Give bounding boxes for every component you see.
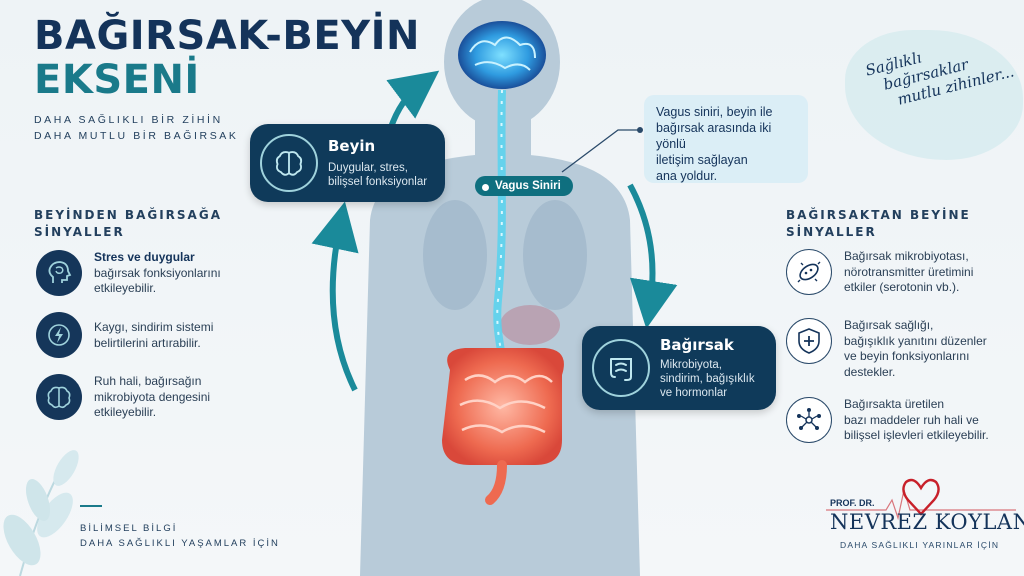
subtitle-line1: DAHA SAĞLIKLI BİR ZİHİN xyxy=(34,114,223,126)
left-item-1-text: Stres ve duygular bağırsak fonksiyonları… xyxy=(94,250,221,297)
logo-tagline: DAHA SAĞLIKLI YARINLAR İÇİN xyxy=(840,540,1000,550)
left-heading-line2: SİNYALLER xyxy=(34,225,125,239)
right-item-1-text: Bağırsak mikrobiyotası, nörotransmitter … xyxy=(844,249,973,296)
footer-rule xyxy=(80,505,102,507)
logo-prefix: PROF. DR. xyxy=(830,498,875,508)
brain-box-icon xyxy=(260,134,318,192)
subtitle-line2: DAHA MUTLU BİR BAĞIRSAK xyxy=(34,130,239,142)
footer-text: BİLİMSEL BİLGİ DAHA SAĞLIKLI YAŞAMLAR İÇ… xyxy=(80,521,280,551)
gut-box-line2: sindirim, bağışıklık xyxy=(660,373,755,385)
left-item-1-line1: bağırsak fonksiyonlarını xyxy=(94,265,221,280)
vagus-info-box: Vagus siniri, beyin ile bağırsak arasınd… xyxy=(644,95,808,183)
right-item-1-line2: nörotransmitter üretimini xyxy=(844,264,974,279)
gut-box-line3: ve hormonlar xyxy=(660,387,728,399)
brain-box: Beyin Duygular, stres, bilişsel fonksiyo… xyxy=(250,124,445,202)
right-heading-line1: BAĞIRSAKTAN BEYİNE xyxy=(786,208,971,222)
gut-box-heading: Bağırsak xyxy=(660,336,734,354)
left-item-1: Stres ve duygular bağırsak fonksiyonları… xyxy=(36,250,221,297)
brain-box-line1: Duygular, stres, xyxy=(328,162,408,174)
page-title: BAĞIRSAK-BEYİN EKSENİ xyxy=(34,14,420,102)
gut-box: Bağırsak Mikrobiyota, sindirim, bağışıkl… xyxy=(582,326,776,410)
left-item-3: Ruh hali, bağırsağın mikrobiyota dengesi… xyxy=(36,374,210,421)
right-item-2-line2: bağışıklık yanıtını düzenler xyxy=(844,333,987,348)
vagus-info-line3: iletişim sağlayan xyxy=(656,153,748,167)
right-item-1: Bağırsak mikrobiyotası, nörotransmitter … xyxy=(786,249,973,296)
logo-name: NEVREZ KOYLAN xyxy=(830,510,1024,534)
logo: PROF. DR. NEVREZ KOYLAN DAHA SAĞLIKLI YA… xyxy=(826,470,1024,560)
right-item-2-line4: destekler. xyxy=(844,364,896,379)
vagus-info-line4: ana yoldur. xyxy=(656,169,718,183)
title-line1: BAĞIRSAK-BEYİN xyxy=(34,13,420,59)
left-item-2-line1: Kaygı, sindirim sistemi xyxy=(94,320,214,334)
head-brain-icon xyxy=(36,250,82,296)
right-item-2-line3: ve beyin fonksiyonlarını xyxy=(844,349,970,363)
right-item-3-line3: bilişsel işlevleri etkileyebilir. xyxy=(844,428,989,442)
right-item-2-text: Bağırsak sağlığı, bağışıklık yanıtını dü… xyxy=(844,318,987,380)
left-item-1-bold: Stres ve duygular xyxy=(94,250,195,264)
leaf-decoration xyxy=(3,450,79,576)
left-item-3-line3: etkileyebilir. xyxy=(94,405,157,419)
script-note-bg xyxy=(845,30,1023,160)
right-item-3-line2: bazı maddeler ruh hali ve xyxy=(844,412,979,427)
gut-box-line1: Mikrobiyota, xyxy=(660,359,722,371)
lightning-icon xyxy=(36,312,82,358)
vagus-nerve-line xyxy=(493,89,506,361)
brain-glow xyxy=(458,21,546,89)
right-section-heading: BAĞIRSAKTAN BEYİNE SİNYALLER xyxy=(786,207,971,241)
right-item-3-line1: Bağırsakta üretilen xyxy=(844,397,945,411)
right-item-3: Bağırsakta üretilen bazı maddeler ruh ha… xyxy=(786,397,989,444)
right-item-1-line1: Bağırsak mikrobiyotası, xyxy=(844,249,969,263)
right-heading-line2: SİNYALLER xyxy=(786,225,877,239)
right-item-1-line3: etkiler (serotonin vb.). xyxy=(844,280,960,294)
left-item-1-line2: etkileyebilir. xyxy=(94,281,157,295)
left-item-3-text: Ruh hali, bağırsağın mikrobiyota dengesi… xyxy=(94,374,210,421)
vagus-info-line2: bağırsak arasında iki yönlü xyxy=(656,121,772,151)
vagus-info-line1: Vagus siniri, beyin ile xyxy=(656,105,773,119)
subtitle: DAHA SAĞLIKLI BİR ZİHİN DAHA MUTLU BİR B… xyxy=(34,112,239,144)
right-item-2-line1: Bağırsak sağlığı, xyxy=(844,318,934,332)
body-silhouette xyxy=(360,0,640,576)
intestine-icon xyxy=(592,339,650,397)
left-heading-line1: BEYİNDEN BAĞIRSAĞA xyxy=(34,208,222,222)
left-item-2-line2: belirtilerini artırabilir. xyxy=(94,335,201,350)
left-item-3-line2: mikrobiyota dengesini xyxy=(94,389,211,404)
left-item-2: Kaygı, sindirim sistemi belirtilerini ar… xyxy=(36,312,213,358)
heart-ecg-icon xyxy=(826,478,1016,521)
left-item-3-line1: Ruh hali, bağırsağın xyxy=(94,374,202,388)
right-item-2: Bağırsak sağlığı, bağışıklık yanıtını dü… xyxy=(786,318,987,380)
right-item-3-text: Bağırsakta üretilen bazı maddeler ruh ha… xyxy=(844,397,989,444)
left-item-2-text: Kaygı, sindirim sistemi belirtilerini ar… xyxy=(94,312,213,358)
vagus-dot-icon xyxy=(482,184,489,191)
microbe-icon xyxy=(786,249,832,295)
shield-plus-icon xyxy=(786,318,832,364)
left-section-heading: BEYİNDEN BAĞIRSAĞA SİNYALLER xyxy=(34,207,222,241)
vagus-pill-label: Vagus Siniri xyxy=(495,180,561,192)
brain-icon xyxy=(36,374,82,420)
brain-box-heading: Beyin xyxy=(328,137,376,155)
footer-line2: DAHA SAĞLIKLI YAŞAMLAR İÇİN xyxy=(80,538,280,549)
title-line2: EKSENİ xyxy=(34,57,200,103)
vagus-nerve-pill: Vagus Siniri xyxy=(475,176,573,196)
footer-line1: BİLİMSEL BİLGİ xyxy=(80,523,178,534)
network-icon xyxy=(786,397,832,443)
brain-box-line2: bilişsel fonksiyonlar xyxy=(328,176,428,188)
